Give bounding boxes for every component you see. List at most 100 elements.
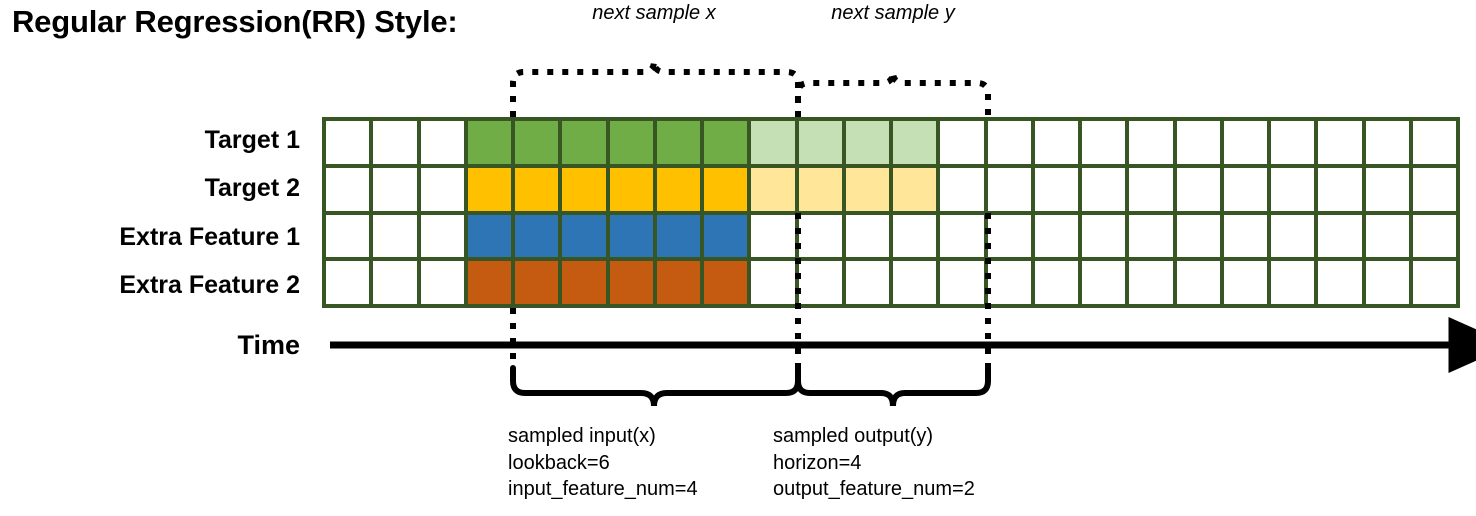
grid-cell (1082, 167, 1126, 211)
grid-cell (1176, 167, 1220, 211)
row-label-target-2: Target 2 (204, 174, 300, 202)
dotted-brace-next-sample-y (795, 71, 991, 117)
grid-cell (893, 261, 937, 304)
grid-cell (1318, 167, 1362, 211)
grid-cell (704, 214, 748, 258)
grid-cell (1365, 121, 1409, 164)
caption-sampled-output: sampled output(y) horizon=4 output_featu… (773, 423, 975, 503)
grid-cell (1129, 214, 1173, 258)
brace-sampled-output (795, 365, 991, 407)
brace-sampled-input (510, 365, 801, 407)
grid-cell (1318, 121, 1362, 164)
grid-cell (1176, 261, 1220, 304)
grid-cell (373, 121, 417, 164)
grid-cell (515, 167, 559, 211)
grid-cell (562, 121, 606, 164)
caption-output-line-3: output_feature_num=2 (773, 478, 975, 501)
row-label-target-1: Target 1 (204, 126, 300, 154)
time-axis-label: Time (237, 330, 300, 360)
grid-cell (751, 121, 795, 164)
grid-cell (1176, 214, 1220, 258)
grid-cell (845, 261, 889, 304)
grid-cell (1034, 261, 1078, 304)
grid-cell (326, 121, 370, 164)
grid-cell (373, 261, 417, 304)
timeseries-grid (322, 117, 1460, 308)
grid-cell (373, 214, 417, 258)
grid-cell (1365, 167, 1409, 211)
grid-cell (704, 261, 748, 304)
grid-cell (656, 121, 700, 164)
grid-cell (987, 214, 1031, 258)
grid-cell (1223, 214, 1267, 258)
grid-cell (515, 261, 559, 304)
grid-cell (893, 121, 937, 164)
grid-cell (467, 214, 511, 258)
grid-cell (420, 214, 464, 258)
caption-input-line-1: sampled input(x) (508, 425, 656, 447)
grid-cell (1365, 214, 1409, 258)
grid-cell (1271, 261, 1315, 304)
grid-cell (609, 167, 653, 211)
grid-cell (940, 214, 984, 258)
annotation-next-sample-y: next sample y (831, 2, 955, 24)
grid-cell (798, 261, 842, 304)
grid-cell (1318, 214, 1362, 258)
grid-cell (609, 121, 653, 164)
grid-cell (798, 121, 842, 164)
grid-cell (1412, 261, 1456, 304)
grid-cell (1223, 167, 1267, 211)
grid-cell (940, 167, 984, 211)
grid-cell (1176, 121, 1220, 164)
grid-cell (987, 167, 1031, 211)
grid-cell (515, 214, 559, 258)
grid-cell (751, 261, 795, 304)
grid-cell (609, 214, 653, 258)
grid-cell (326, 261, 370, 304)
grid-cell (1034, 214, 1078, 258)
grid-cell (1129, 167, 1173, 211)
row-label-extra-feature-1: Extra Feature 1 (119, 223, 300, 251)
grid-cell (1223, 121, 1267, 164)
row-label-extra-feature-2: Extra Feature 2 (119, 271, 300, 299)
grid-cell (1129, 261, 1173, 304)
grid-cell (940, 121, 984, 164)
grid-cell (940, 261, 984, 304)
grid-cell (1271, 121, 1315, 164)
grid-cell (562, 261, 606, 304)
grid-cell (420, 121, 464, 164)
grid-cell (845, 167, 889, 211)
grid-cell (562, 167, 606, 211)
grid-cell (987, 121, 1031, 164)
grid-cell (751, 167, 795, 211)
grid-cell (326, 214, 370, 258)
grid-cell (1034, 121, 1078, 164)
grid-cell (893, 214, 937, 258)
grid-cell (420, 167, 464, 211)
grid-cell (798, 214, 842, 258)
grid-cell (656, 261, 700, 304)
caption-output-line-1: sampled output(y) (773, 425, 934, 447)
dotted-brace-next-sample-x (510, 60, 801, 117)
grid-cell (420, 261, 464, 304)
grid-cell (704, 121, 748, 164)
grid-cell (1082, 214, 1126, 258)
grid-cell (1129, 121, 1173, 164)
grid-cell (1082, 261, 1126, 304)
grid-cell (467, 167, 511, 211)
grid-cell (515, 121, 559, 164)
grid-cell (1223, 261, 1267, 304)
grid-cell (845, 121, 889, 164)
grid-cell (609, 261, 653, 304)
grid-cell (467, 121, 511, 164)
grid-cell (1271, 214, 1315, 258)
grid-cell (656, 167, 700, 211)
caption-output-line-2: horizon=4 (773, 451, 862, 474)
caption-sampled-input: sampled input(x) lookback=6 input_featur… (508, 423, 698, 503)
grid-cell (1034, 167, 1078, 211)
page-title: Regular Regression(RR) Style: (12, 4, 458, 39)
grid-cell (373, 167, 417, 211)
grid-cell (845, 214, 889, 258)
grid-cell (987, 261, 1031, 304)
